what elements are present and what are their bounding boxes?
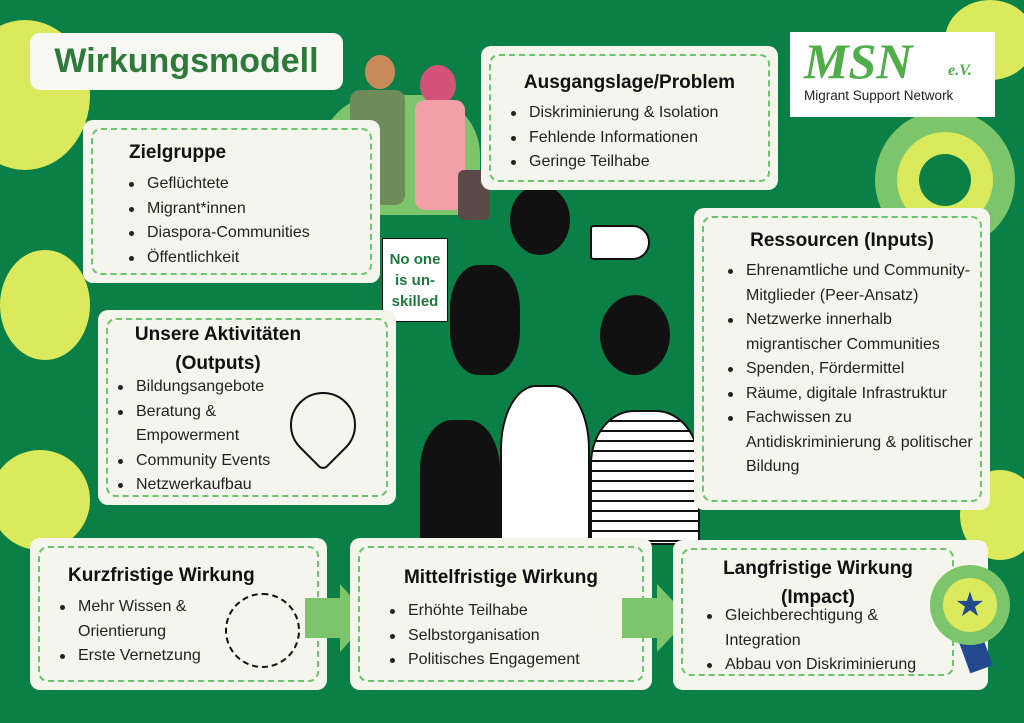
item-list: Gleichberechtigung & Integration Abbau v… (703, 604, 953, 678)
list-item: Diaspora-Communities (125, 221, 310, 246)
card-ausgangslage: Ausgangslage/Problem Diskriminierung & I… (481, 46, 778, 190)
list-item: Erhöhte Teilhabe (386, 599, 580, 624)
protest-sign: No one is un-skilled (382, 238, 448, 322)
card-title: Mittelfristige Wirkung (403, 567, 599, 588)
list-item: Politisches Engagement (386, 648, 580, 673)
list-item: Community Events (114, 449, 284, 474)
crowd-illustration (390, 185, 720, 545)
list-item: Geflüchtete (125, 172, 310, 197)
list-item: Ehrenamtliche und Community-Mitglieder (… (724, 259, 984, 308)
list-item: Fachwissen zu Antidiskriminierung & poli… (724, 406, 984, 480)
list-item: Abbau von Diskriminierung (703, 653, 953, 678)
list-item: Öffentlichkeit (125, 246, 310, 271)
list-item: Spenden, Fördermittel (724, 357, 984, 382)
list-item: Bildungsangebote (114, 375, 284, 400)
logo-suffix: e.V. (948, 62, 972, 79)
arrow-right-icon (622, 598, 657, 638)
card-title: Ausgangslage/Problem (523, 72, 736, 93)
card-title: Unsere Aktivitäten (Outputs) (134, 324, 302, 374)
list-item: Selbstorganisation (386, 624, 580, 649)
list-item: Mehr Wissen & Orientierung (56, 595, 216, 644)
title-box: Wirkungsmodell (30, 33, 343, 90)
list-item: Geringe Teilhabe (507, 150, 718, 175)
head-lightbulb-icon (225, 593, 300, 668)
logo-mark: MSN (804, 33, 913, 89)
card-title: Ressourcen (Inputs) (750, 230, 934, 251)
page-title: Wirkungsmodell (54, 42, 319, 80)
list-item: Migrant*innen (125, 197, 310, 222)
flower-decoration (0, 450, 90, 550)
item-list: Erhöhte Teilhabe Selbstorganisation Poli… (386, 599, 580, 673)
arrow-right-icon (305, 598, 340, 638)
list-item: Beratung & Empowerment (114, 400, 284, 449)
item-list: Ehrenamtliche und Community-Mitglieder (… (724, 259, 984, 480)
list-item: Netzwerkaufbau (114, 473, 284, 498)
logo-name: Migrant Support Network (804, 88, 954, 103)
item-list: Diskriminierung & Isolation Fehlende Inf… (507, 101, 718, 175)
item-list: Mehr Wissen & Orientierung Erste Vernetz… (56, 595, 216, 669)
sign-text: No one is un-skilled (389, 250, 441, 310)
logo: MSN e.V. Migrant Support Network (790, 32, 995, 117)
list-item: Netzwerke innerhalb migrantischer Commun… (724, 308, 984, 357)
card-mittelfristig: Mittelfristige Wirkung Erhöhte Teilhabe … (350, 538, 652, 690)
card-title: Zielgruppe (129, 142, 227, 163)
card-aktivitaeten: Unsere Aktivitäten (Outputs) Bildungsang… (98, 310, 396, 505)
list-item: Fehlende Informationen (507, 126, 718, 151)
list-item: Gleichberechtigung & Integration (703, 604, 953, 653)
list-item: Erste Vernetzung (56, 644, 216, 669)
card-ressourcen: Ressourcen (Inputs) Ehrenamtliche und Co… (694, 208, 990, 510)
item-list: Bildungsangebote Beratung & Empowerment … (114, 375, 284, 498)
list-item: Diskriminierung & Isolation (507, 101, 718, 126)
item-list: Geflüchtete Migrant*innen Diaspora-Commu… (125, 172, 310, 270)
list-item: Räume, digitale Infrastruktur (724, 382, 984, 407)
flower-decoration (0, 250, 90, 360)
card-title: Kurzfristige Wirkung (68, 565, 255, 586)
card-kurzfristig: Kurzfristige Wirkung Mehr Wissen & Orien… (30, 538, 327, 690)
card-title: Langfristige Wirkung (Impact) (723, 558, 913, 608)
award-badge-icon: ★ (930, 565, 1010, 675)
card-zielgruppe: Zielgruppe Geflüchtete Migrant*innen Dia… (83, 120, 380, 283)
